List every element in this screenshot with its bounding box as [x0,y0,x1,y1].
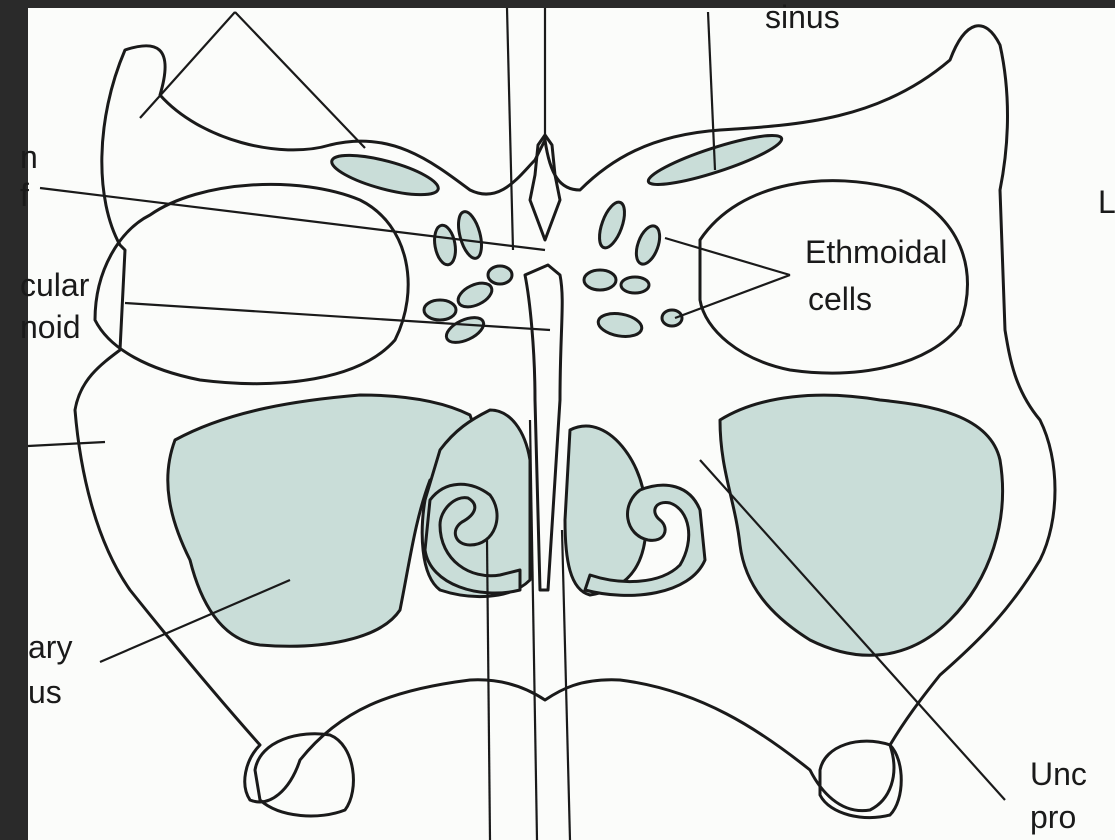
label-edge-left-mid: f [20,178,29,212]
label-perpendicular-plate-line2: noid [20,310,81,344]
label-uncinate-line2: pro [1030,800,1076,834]
label-ethmoidal-line2: cells [808,282,872,316]
label-uncinate-line1: Unc [1030,757,1087,791]
leader-line-top-left-2 [235,12,365,148]
label-frontal-sinus: sinus [765,0,840,34]
label-maxillary-line2: us [28,675,62,709]
label-perpendicular-plate-line1: cular [20,268,89,302]
label-maxillary-line1: ary [28,630,72,664]
label-edge-left-top: n [20,140,38,174]
label-edge-right: L [1098,185,1115,219]
label-ethmoidal-line1: Ethmoidal [805,235,947,269]
